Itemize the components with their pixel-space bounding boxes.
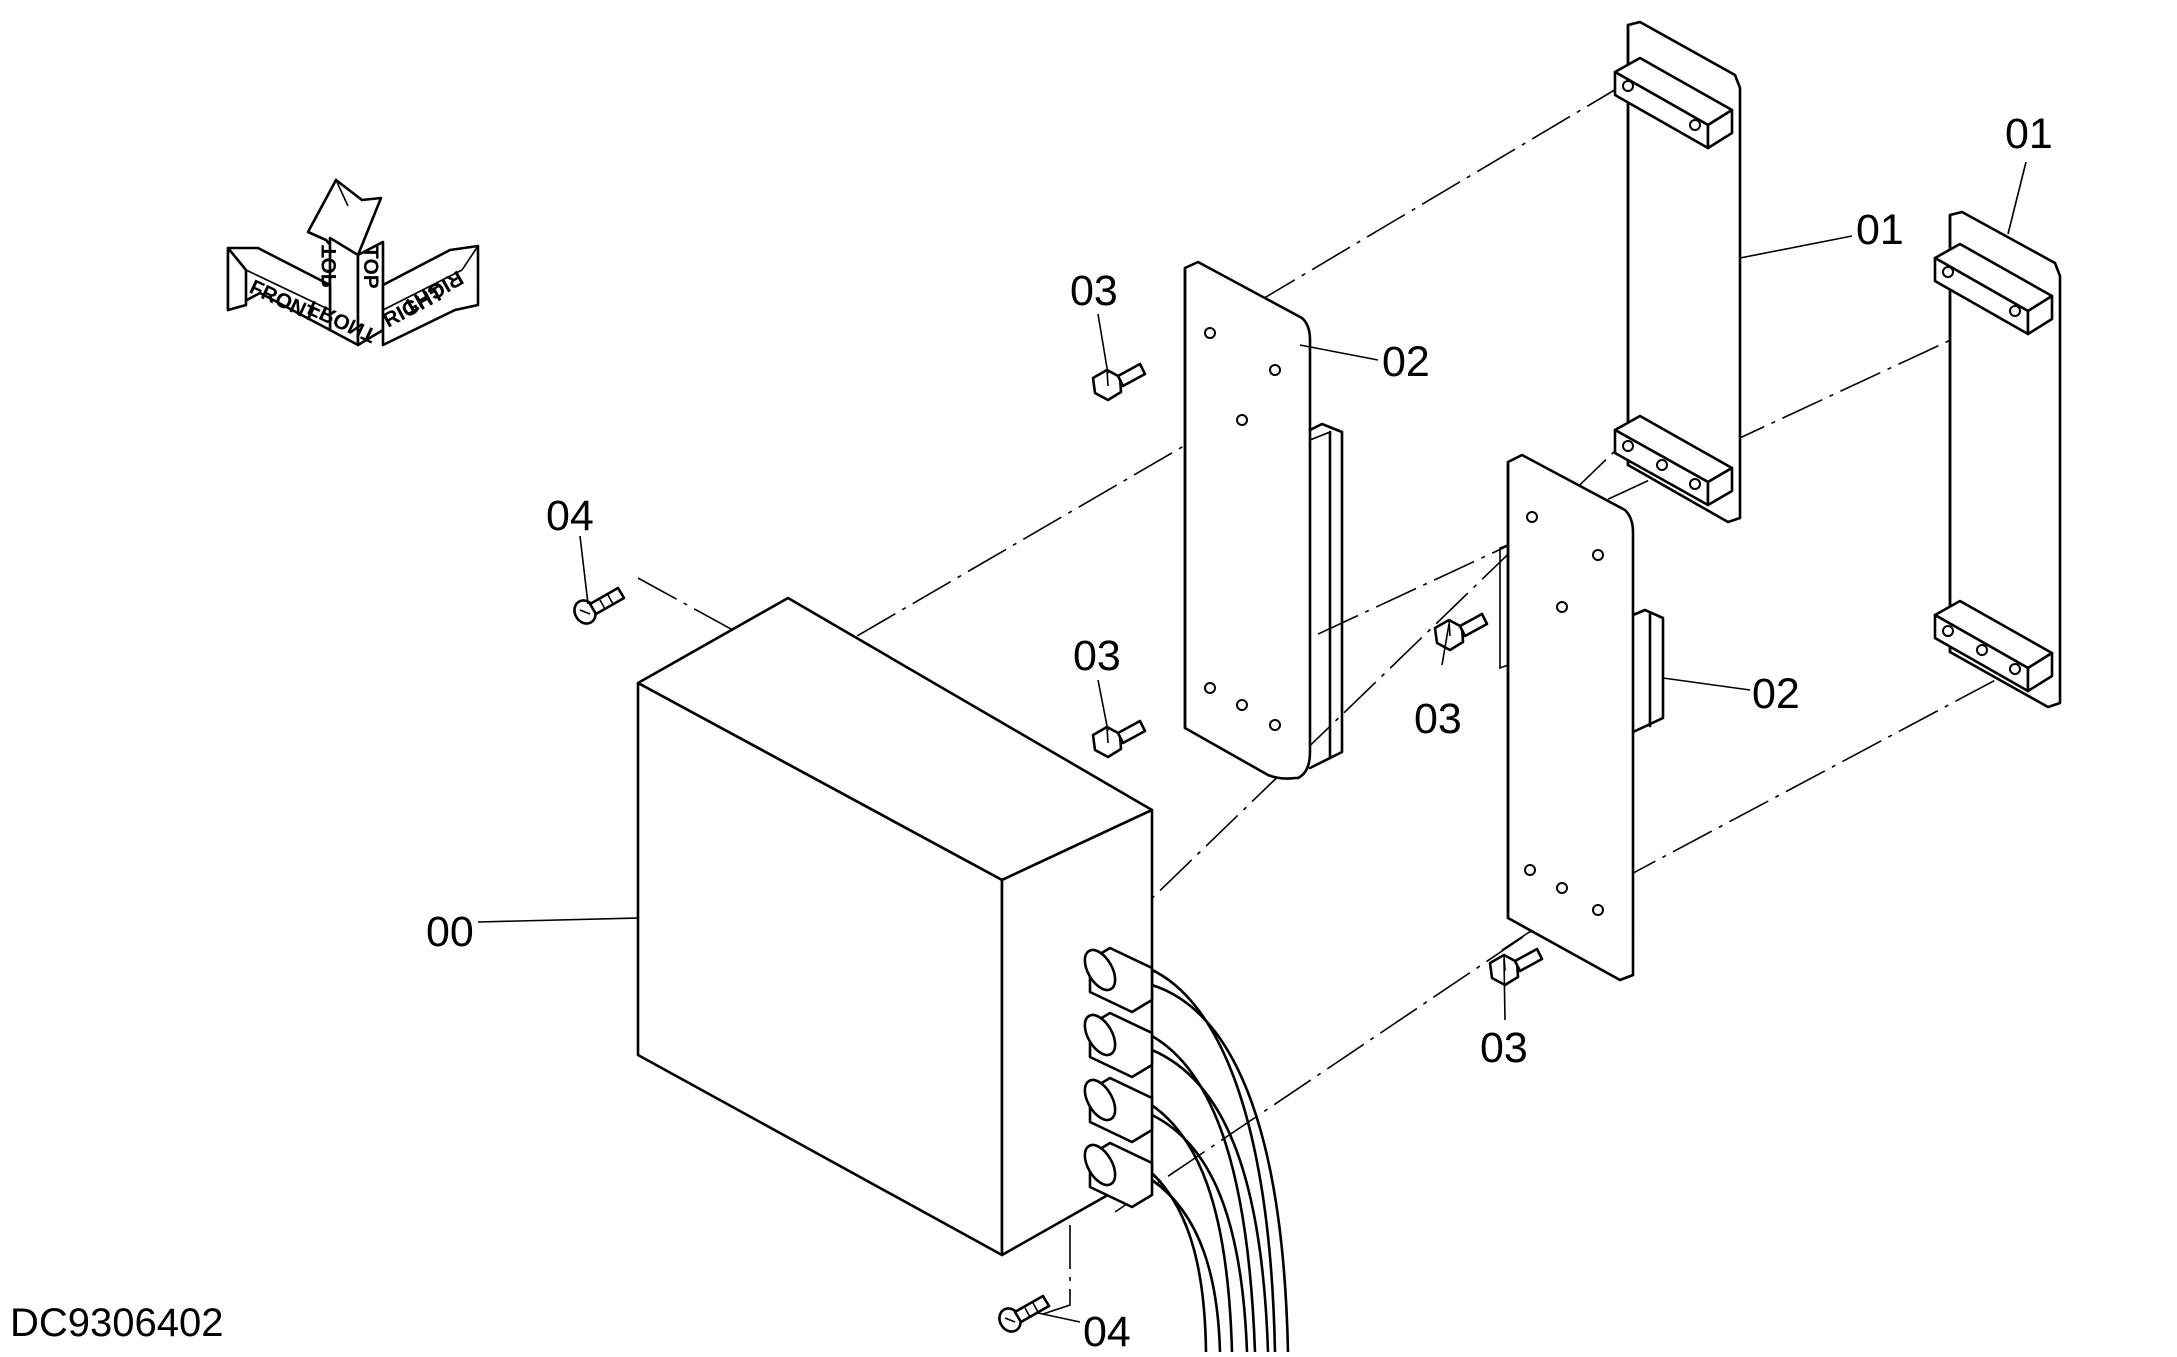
callout-02-right: 02 [1752, 670, 1800, 718]
callout-02-left: 02 [1382, 338, 1430, 386]
callout-labels: 00 01 01 02 02 03 03 03 03 04 04 [426, 110, 2053, 1356]
orientation-right-arrow [381, 244, 480, 347]
connector-1 [1083, 946, 1154, 1014]
drawing-number: DC9306402 [10, 1301, 224, 1345]
bolt-part-03-b[interactable] [1091, 719, 1147, 759]
orientation-front-arrow [226, 246, 332, 332]
screw-part-04-b[interactable] [995, 1294, 1051, 1335]
mount-part-01-back[interactable] [1613, 20, 1742, 524]
orientation-top-arrow [306, 178, 385, 347]
cable-harness [1083, 946, 1290, 1354]
connector-3 [1083, 1076, 1154, 1144]
control-box-part-00[interactable] [636, 596, 1154, 1257]
leader-lines [477, 161, 2027, 1323]
connector-2 [1083, 1011, 1154, 1079]
bracket-part-02-left[interactable] [1183, 260, 1344, 780]
orientation-top-mirror-label: TOP [318, 245, 341, 288]
orientation-top-label: TOP [359, 246, 382, 289]
callout-04-b: 04 [1083, 1308, 1131, 1352]
connector-4 [1083, 1141, 1154, 1209]
mount-part-01-right[interactable] [1933, 210, 2062, 709]
callout-01-right: 01 [2005, 110, 2053, 158]
screw-part-04-a[interactable] [570, 586, 626, 627]
bracket-part-02-right[interactable] [1499, 453, 1665, 982]
callout-03-b: 03 [1073, 632, 1121, 680]
orientation-symbol: FRONT FRONT TOP TOP RIGHT RIGHT [226, 178, 480, 347]
bolt-part-03-a[interactable] [1091, 362, 1147, 402]
bolt-part-03-c[interactable] [1433, 612, 1489, 652]
callout-04-a: 04 [546, 492, 594, 540]
callout-03-d: 03 [1480, 1024, 1528, 1072]
callout-00: 00 [426, 908, 474, 956]
callout-01-back: 01 [1856, 206, 1904, 254]
callout-03-a: 03 [1070, 267, 1118, 315]
callout-03-c: 03 [1414, 695, 1462, 743]
